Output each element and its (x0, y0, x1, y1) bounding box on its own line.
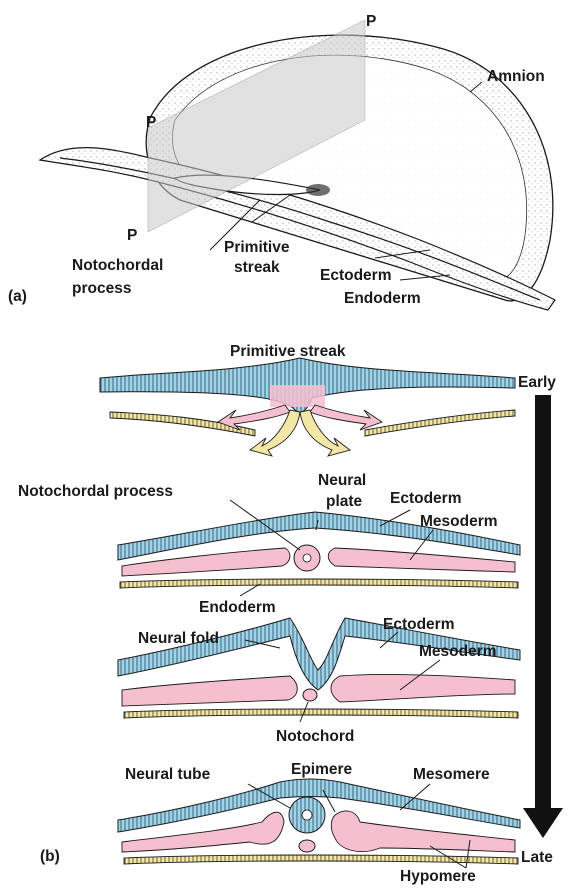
label-primitive-streak-2: streak (234, 259, 280, 276)
label-ectoderm-stage2: Ectoderm (390, 490, 462, 507)
label-primitive-streak-b: Primitive streak (230, 343, 346, 360)
label-p-left: P (146, 114, 156, 131)
label-notochordal-process-2: process (72, 280, 131, 297)
label-mesomere: Mesomere (413, 766, 490, 783)
label-notochordal-process-1: Notochordal (72, 257, 163, 274)
label-neural-tube: Neural tube (125, 766, 211, 783)
stage1-endoderm-right (365, 410, 515, 436)
label-ectoderm-a: Ectoderm (320, 267, 392, 284)
label-p-top: P (366, 13, 376, 30)
stage1-primitive-streak (100, 358, 515, 456)
label-endoderm-a: Endoderm (344, 290, 421, 307)
label-amnion: Amnion (487, 68, 545, 85)
label-mesoderm-stage3: Mesoderm (419, 643, 497, 660)
stage1-pink-zone (270, 385, 325, 407)
label-endoderm-stage2: Endoderm (199, 599, 276, 616)
stage2-endoderm (120, 579, 518, 588)
stage3-notochord (303, 689, 317, 701)
stage3-endoderm (124, 709, 518, 718)
label-ectoderm-stage3: Ectoderm (383, 616, 455, 633)
label-late: Late (521, 849, 553, 866)
label-hypomere: Hypomere (400, 868, 476, 885)
primitive-node (306, 184, 330, 196)
label-notochordal-process-b: Notochordal process (18, 483, 173, 500)
panel-label-b: (b) (40, 848, 60, 865)
panel-label-a: (a) (8, 288, 27, 305)
label-early: Early (518, 374, 556, 391)
stage3-mesoderm-right (331, 674, 515, 702)
stage4-notochord (299, 840, 315, 852)
label-neural-plate-1: Neural (318, 472, 366, 489)
stage2-mesoderm-right (328, 548, 515, 572)
stage4-endoderm (124, 855, 518, 864)
timeline-arrow (523, 395, 563, 838)
stage4-neural-tube (118, 779, 520, 868)
label-epimere: Epimere (291, 761, 353, 778)
label-neural-fold: Neural fold (138, 630, 219, 647)
label-neural-plate-2: plate (326, 493, 363, 510)
label-p-bottom: P (127, 227, 137, 244)
label-mesoderm-stage2: Mesoderm (420, 513, 498, 530)
label-primitive-streak-1: Primitive (224, 239, 290, 256)
stage3-mesoderm-left (122, 676, 297, 706)
label-notochord: Notochord (276, 728, 354, 745)
